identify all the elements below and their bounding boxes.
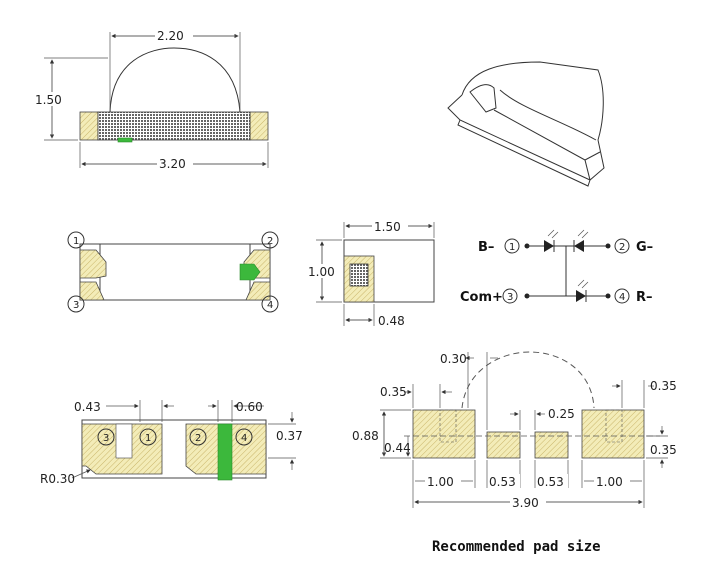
sch-pin4: 4 — [619, 292, 625, 303]
iso-dome-edge — [499, 89, 597, 141]
pin1-circle — [67, 231, 85, 249]
pad-green-mark — [217, 423, 233, 481]
iso-outline — [447, 94, 605, 181]
sch-pin3-circle — [502, 288, 518, 304]
dim-3-20: 3.20 — [159, 157, 186, 171]
pad-pin1: 1 — [145, 433, 151, 444]
dim-2-20: 2.20 — [157, 29, 184, 43]
green-mark — [117, 137, 133, 143]
iso-top-edge — [493, 109, 601, 161]
iso-right-edge — [584, 159, 591, 181]
dim-side-1-50: 1.50 — [374, 220, 401, 234]
dim-0-88: 0.88 — [352, 429, 379, 443]
pin3-circle — [67, 295, 85, 313]
dim-side-1-00: 1.00 — [308, 265, 335, 279]
left-terminal — [79, 111, 99, 141]
dim-0-53-a: 0.53 — [489, 475, 516, 489]
dim-0-60: 0.60 — [236, 400, 263, 414]
label-b: B– — [478, 240, 494, 255]
pin1-label: 1 — [73, 236, 79, 247]
dim-0-53-b: 0.53 — [537, 475, 564, 489]
dim-0-35-right-top: 0.35 — [650, 379, 677, 393]
pad-pin3: 3 — [103, 433, 109, 444]
pin4-label: 4 — [267, 300, 273, 311]
dim-0-37: 0.37 — [276, 429, 303, 443]
pad-pin4: 4 — [241, 433, 247, 444]
schematic: B– 1 2 G– Com+ 3 4 R– — [460, 229, 653, 305]
lens-dome — [109, 47, 241, 113]
pin4-circle — [261, 295, 279, 313]
cathode-mark — [239, 263, 261, 281]
pad-pin3-circle — [97, 428, 115, 446]
diode-r — [576, 290, 586, 302]
iso-left-pad — [469, 84, 497, 113]
iso-dome-top — [461, 61, 604, 141]
iso-base — [457, 119, 591, 187]
label-com: Com+ — [460, 290, 503, 305]
caption: Recommended pad size — [432, 539, 601, 555]
diode-b — [544, 240, 554, 252]
pad-tl — [79, 249, 107, 279]
diode-g — [574, 240, 584, 252]
dashed-outline — [461, 351, 595, 409]
rec-pad-left — [412, 409, 476, 459]
label-r: R– — [636, 290, 653, 305]
dim-0-35-left: 0.35 — [380, 385, 407, 399]
sch-pin1-circle — [504, 238, 520, 254]
sch-pin2: 2 — [619, 242, 625, 253]
bottom-view: 1 2 3 4 — [67, 231, 279, 313]
pad-br — [245, 281, 271, 301]
dim-0-25: 0.25 — [548, 407, 575, 421]
dim-side-0-48: 0.48 — [378, 314, 405, 328]
sch-pin4-circle — [614, 288, 630, 304]
top-view: 2.20 1.50 3.20 — [33, 28, 269, 171]
dim-0-30: 0.30 — [440, 352, 467, 366]
sch-pin3: 3 — [507, 292, 513, 303]
iso-view — [447, 61, 605, 187]
rec-pad-right — [581, 409, 645, 459]
pin2-label: 2 — [267, 236, 273, 247]
dim-0-44: 0.44 — [384, 441, 411, 455]
dim-1-00-right: 1.00 — [596, 475, 623, 489]
label-g: G– — [636, 240, 653, 255]
chip-grid — [97, 111, 251, 141]
sch-pin2-circle — [614, 238, 630, 254]
recommended-pad: 0.30 0.35 0.35 0.25 0.88 0.44 — [350, 351, 677, 555]
dim-0-35-right-bottom: 0.35 — [650, 443, 677, 457]
dim-0-43: 0.43 — [74, 400, 101, 414]
dim-1-00-left: 1.00 — [427, 475, 454, 489]
pad-pin4-circle — [235, 428, 253, 446]
radius-label: R0.30 — [40, 472, 75, 486]
sch-pin1: 1 — [509, 242, 515, 253]
side-view: 1.50 1.00 0.48 — [306, 219, 435, 328]
pad-pin2: 2 — [195, 433, 201, 444]
dim-3-90: 3.90 — [512, 496, 539, 510]
pad-pin1-circle — [139, 428, 157, 446]
right-terminal — [249, 111, 269, 141]
pad-layout: 3 1 2 4 0.43 0.60 0.37 R0.30 — [40, 400, 303, 486]
dim-1-50: 1.50 — [35, 93, 62, 107]
side-chip — [349, 263, 369, 287]
pin3-label: 3 — [73, 300, 79, 311]
pad-bl — [79, 281, 105, 301]
pin2-circle — [261, 231, 279, 249]
pad-pin2-circle — [189, 428, 207, 446]
